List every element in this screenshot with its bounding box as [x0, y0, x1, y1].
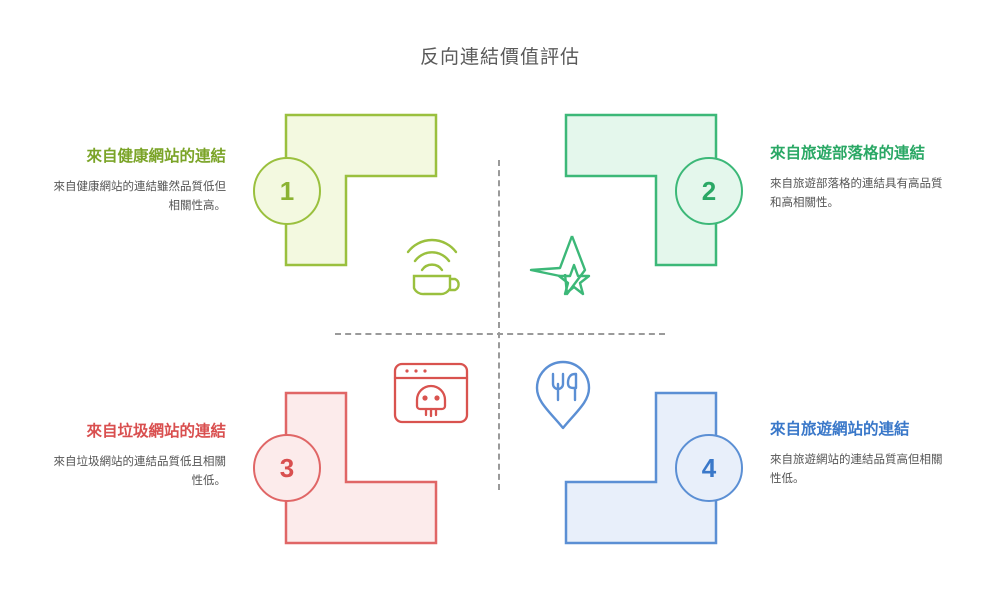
quadrant-4-shape[interactable]	[564, 391, 718, 545]
quadrant-2-text-block: 來自旅遊部落格的連結 來自旅遊部落格的連結具有高品質和高相關性。	[770, 142, 946, 212]
quadrant-3-shape[interactable]	[284, 391, 438, 545]
browser-skull-icon	[393, 362, 469, 429]
quadrant-3-heading: 來自垃圾網站的連結	[86, 423, 226, 440]
quadrant-4-number-badge[interactable]: 4	[675, 434, 743, 502]
shooting-star-icon	[527, 232, 597, 307]
quadrant-3-number-badge[interactable]: 3	[253, 434, 321, 502]
quadrant-4-heading: 來自旅遊網站的連結	[770, 421, 910, 438]
quadrant-3-number: 3	[279, 452, 295, 483]
restaurant-map-pin-icon	[530, 358, 596, 437]
quadrant-4-description: 來自旅遊網站的連結品質高但相關性低。	[770, 454, 943, 485]
quadrant-1-description: 來自健康網站的連結雖然品質低但相關性高。	[53, 181, 227, 212]
quadrant-2-number-badge[interactable]: 2	[675, 157, 743, 225]
quadrant-1-number-badge[interactable]: 1	[253, 157, 321, 225]
quadrant-4-text-block: 來自旅遊網站的連結 來自旅遊網站的連結品質高但相關性低。	[770, 418, 946, 488]
quadrant-2-description: 來自旅遊部落格的連結具有高品質和高相關性。	[770, 178, 943, 209]
wifi-coffee-cup-icon	[404, 228, 466, 301]
quadrant-1-number: 1	[279, 175, 295, 206]
quadrant-1-text-block: 來自健康網站的連結 來自健康網站的連結雖然品質低但相關性高。	[50, 145, 227, 215]
quadrant-1-shape[interactable]	[284, 113, 438, 267]
page-title: 反向連結價值評估	[419, 47, 580, 68]
quadrant-4-number: 4	[701, 452, 717, 483]
quadrant-2-shape[interactable]	[564, 113, 718, 267]
quadrant-1-heading: 來自健康網站的連結	[86, 148, 226, 165]
quadrant-3-description: 來自垃圾網站的連結品質低且相關性低。	[53, 456, 227, 487]
quadrant-2-number: 2	[701, 175, 717, 206]
horizontal-divider	[335, 333, 665, 335]
vertical-divider	[498, 160, 500, 490]
quadrant-3-text-block: 來自垃圾網站的連結 來自垃圾網站的連結品質低且相關性低。	[50, 420, 227, 490]
quadrant-2-heading: 來自旅遊部落格的連結	[770, 145, 926, 162]
